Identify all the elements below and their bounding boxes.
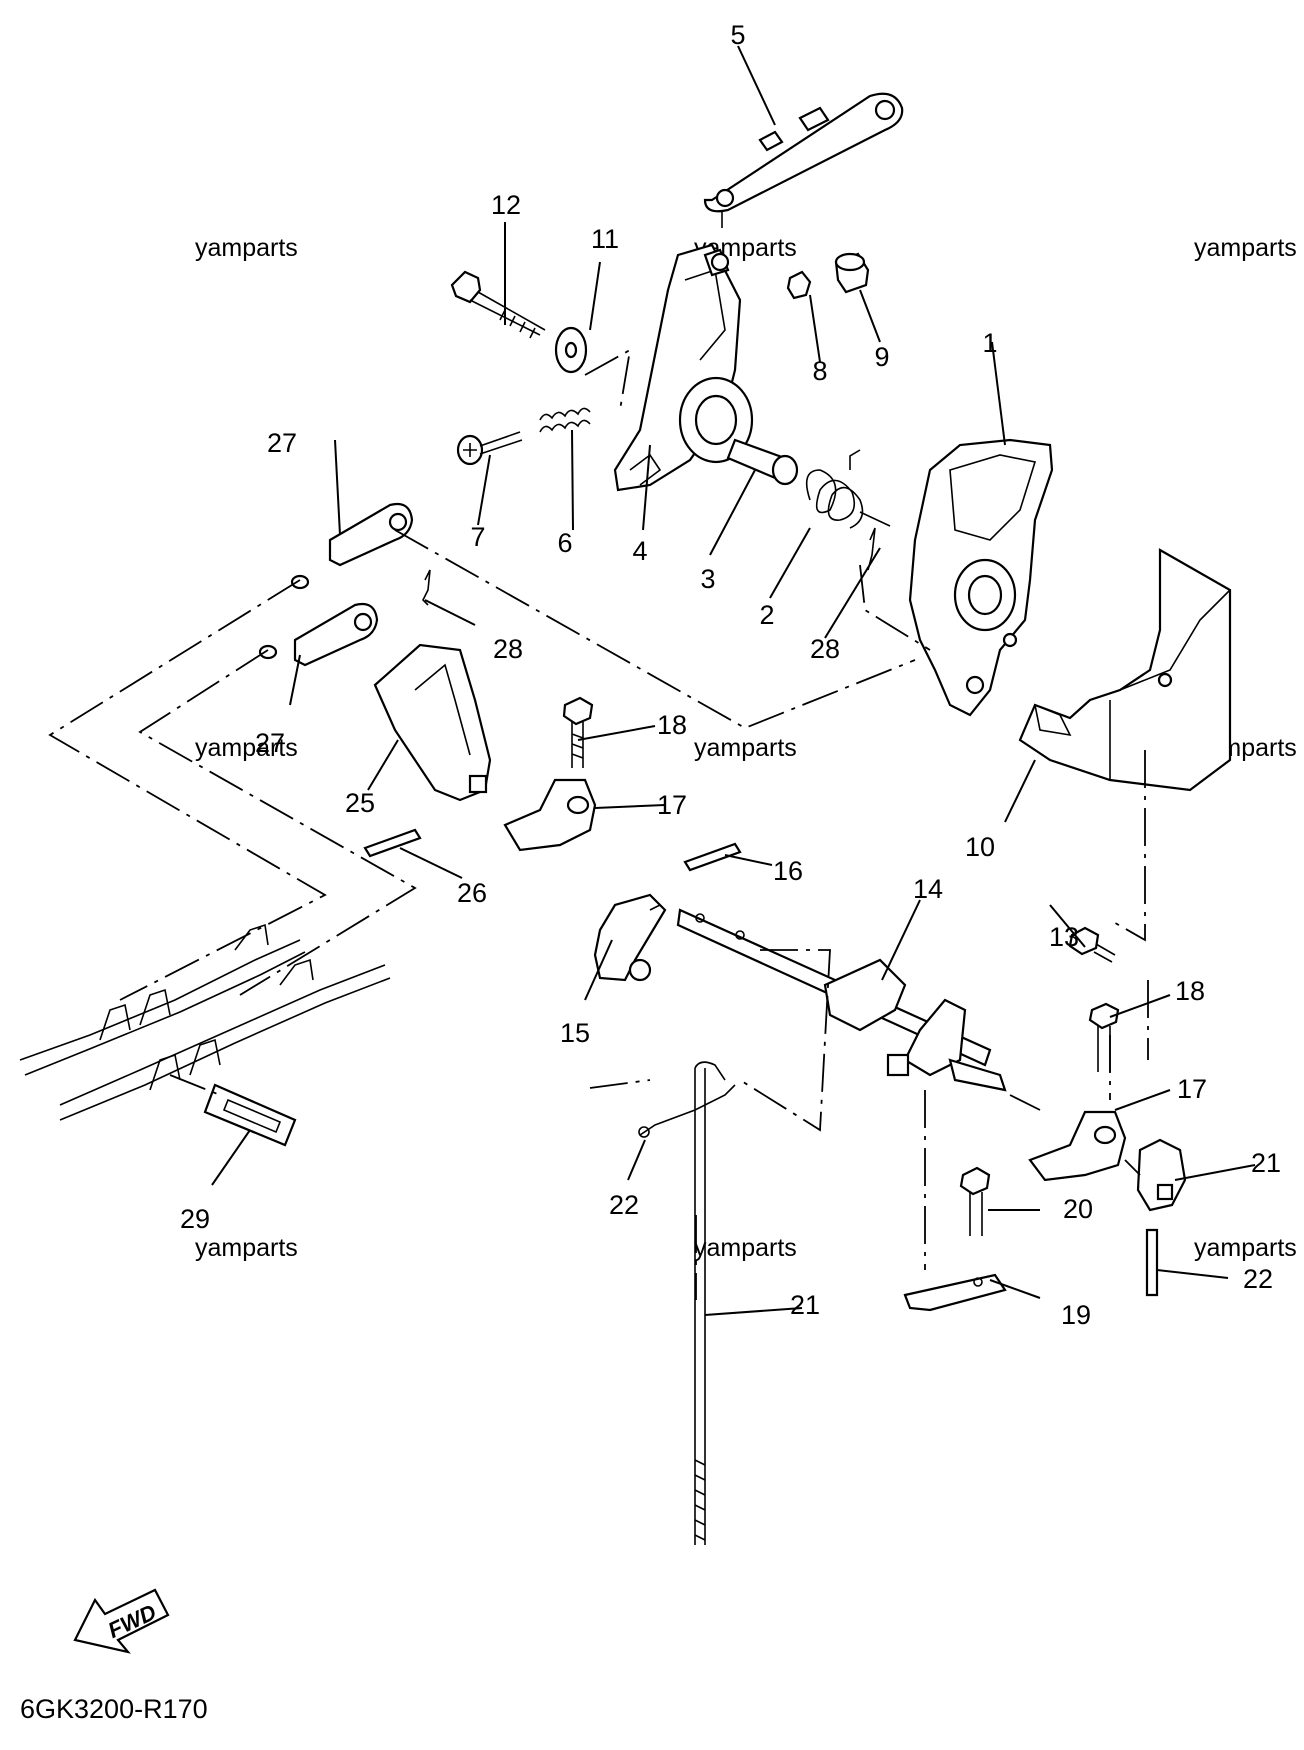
callout-20: 20 — [1063, 1194, 1093, 1224]
callout-17-upper: 17 — [657, 790, 687, 820]
part-9-sleeve-drawing — [834, 252, 870, 294]
watermark-text: yamparts — [1194, 234, 1297, 262]
watermarks: yamparts yamparts yamparts yamparts yamp… — [195, 234, 1297, 1262]
watermark-text: yamparts — [694, 1234, 797, 1262]
callout-19: 19 — [1061, 1300, 1091, 1330]
callout-27-upper: 27 — [267, 428, 297, 458]
part-28-clip-drawing — [422, 527, 876, 606]
part-11-washer-drawing — [554, 326, 588, 374]
part-27-link-drawing — [258, 502, 414, 667]
callout-26: 26 — [457, 878, 487, 908]
callout-13: 13 — [1049, 922, 1079, 952]
watermark-text: yamparts — [195, 734, 298, 762]
part-15-lever-drawing — [593, 893, 667, 982]
part-3-collar-drawing — [726, 438, 799, 486]
part-24-pin-drawing — [1145, 1228, 1159, 1297]
part-7-screw-drawing — [456, 431, 523, 466]
callout-8: 8 — [812, 356, 827, 386]
callout-11: 11 — [591, 224, 619, 254]
part-6-spring-drawing — [539, 407, 591, 433]
callout-23: 21 — [1251, 1148, 1281, 1178]
callout-1: 1 — [982, 328, 997, 358]
callout-16: 16 — [773, 856, 803, 886]
fwd-arrow-icon: FWD — [73, 1588, 170, 1654]
callout-10: 10 — [965, 832, 995, 862]
part-19-plate-drawing — [903, 1273, 1007, 1312]
callout-9: 9 — [874, 342, 889, 372]
callout-6: 6 — [557, 528, 572, 558]
part-5-link-drawing — [703, 92, 904, 228]
leader-lines — [211, 45, 1256, 1316]
callout-29: 29 — [180, 1204, 210, 1234]
part-20-bolt-drawing — [959, 1166, 991, 1236]
callout-28-left: 28 — [493, 634, 523, 664]
part-8-nut-drawing — [786, 270, 812, 300]
watermark-text: yamparts — [1194, 1234, 1297, 1262]
callout-21: 21 — [790, 1290, 820, 1320]
callout-5: 5 — [730, 20, 745, 50]
callout-27-lower: 27 — [255, 728, 285, 758]
part-10-bracket-drawing — [1018, 548, 1232, 792]
cable-drawing — [19, 923, 391, 1121]
part-16-pin-drawing — [683, 842, 742, 872]
part-22-clip-drawing — [638, 1084, 736, 1138]
callout-18-upper: 18 — [657, 710, 687, 740]
callout-25: 25 — [345, 788, 375, 818]
part-29-label-drawing — [203, 1083, 297, 1147]
part-21-rod-drawing — [694, 1061, 726, 1545]
part-drawings: FWD — [19, 92, 1232, 1654]
callout-15: 15 — [560, 1018, 590, 1048]
part-2-spring-drawing — [805, 449, 891, 529]
callout-7: 7 — [470, 522, 485, 552]
watermark-text: yamparts — [694, 734, 797, 762]
callout-22: 22 — [609, 1190, 639, 1220]
part-18-bolt-drawing — [562, 696, 1120, 1072]
assembly-lines — [48, 348, 1149, 1300]
callout-28-right: 28 — [810, 634, 840, 664]
part-number-callouts: 5 12 11 8 9 1 27 7 6 4 3 2 28 28 27 18 2… — [180, 20, 1281, 1330]
watermark-text: yamparts — [195, 1234, 298, 1262]
part-12-bolt-drawing — [450, 270, 546, 339]
callout-24: 22 — [1243, 1264, 1273, 1294]
part-23-collar-drawing — [1136, 1138, 1187, 1212]
callout-18-lower: 18 — [1175, 976, 1205, 1006]
watermark-text: yamparts — [195, 234, 298, 262]
part-14-shaft-drawing — [676, 908, 1007, 1092]
callout-4: 4 — [632, 536, 647, 566]
callout-2: 2 — [759, 600, 774, 630]
part-1-plate-drawing — [908, 438, 1054, 717]
part-26-pin-drawing — [363, 828, 422, 858]
callout-14: 14 — [913, 874, 943, 904]
callout-17-lower: 17 — [1177, 1074, 1207, 1104]
part-4-lever-drawing — [613, 243, 754, 492]
callout-12: 12 — [491, 190, 521, 220]
part-25-arm-drawing — [373, 643, 492, 802]
part-17-clamp-drawing — [503, 778, 1127, 1182]
callout-3: 3 — [700, 564, 715, 594]
part-13-bolt-drawing — [1068, 926, 1116, 963]
drawing-code: 6GK3200-R170 — [20, 1694, 208, 1724]
